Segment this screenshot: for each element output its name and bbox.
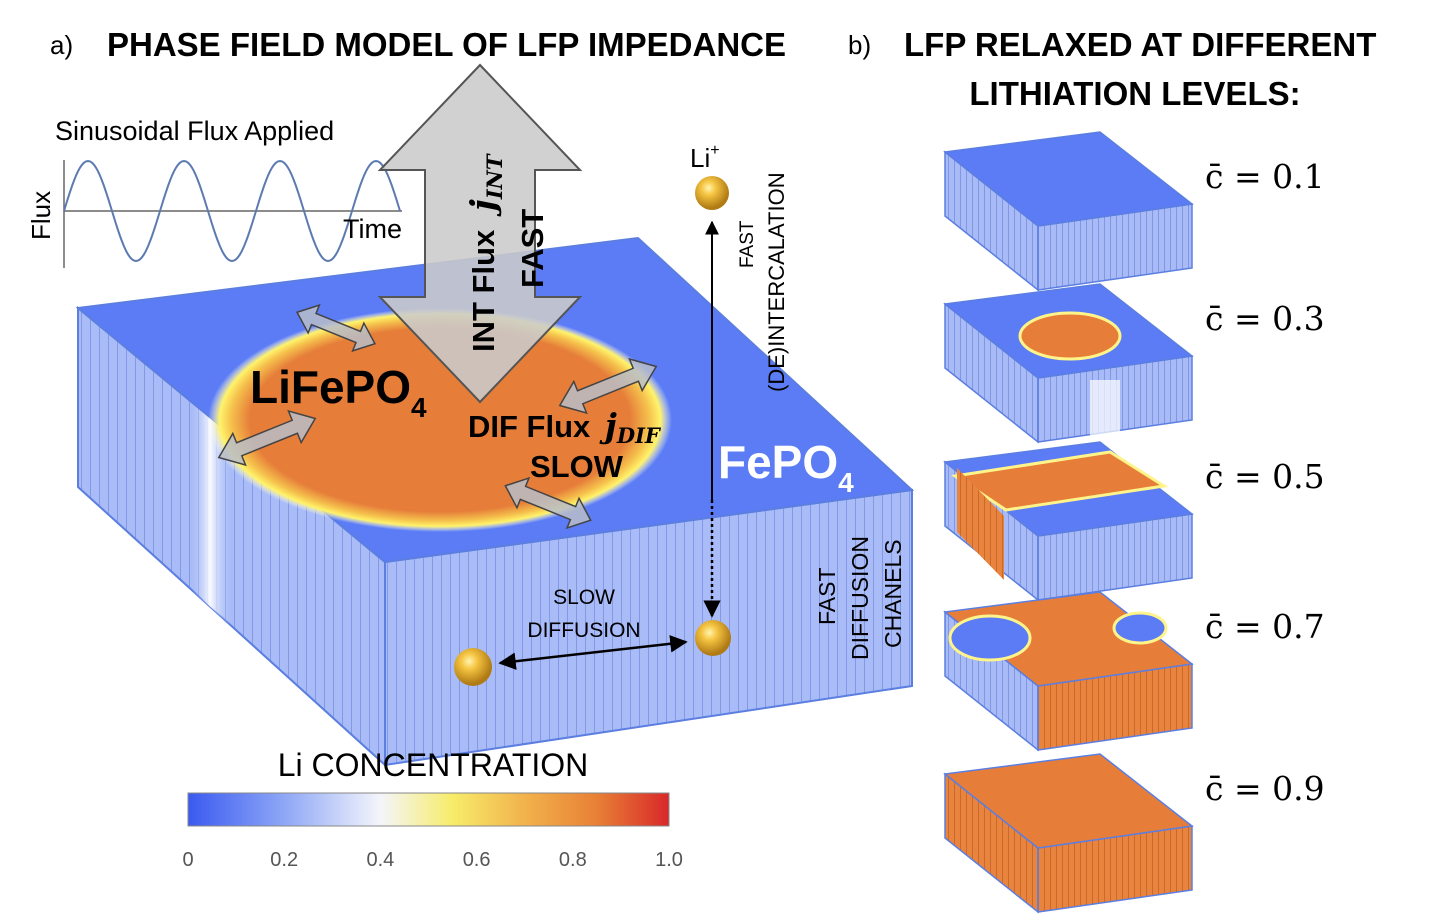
lithiation-block: c̄ = 0.7 bbox=[943, 591, 1325, 752]
block-top-face bbox=[943, 753, 1194, 849]
block-lifepo4-front-band bbox=[957, 468, 1004, 580]
block-top-face bbox=[943, 591, 1194, 687]
panel-a-letter: a) bbox=[50, 30, 73, 60]
colorbar: Li CONCENTRATION 0 0.2 0.4 0.6 0.8 1.0 bbox=[182, 747, 682, 871]
block-lifepo4-domain bbox=[1018, 311, 1122, 361]
colorbar-title: Li CONCENTRATION bbox=[278, 747, 589, 783]
int-flux-line1: INT Flux jINT bbox=[463, 153, 507, 352]
flux-plot-x-label: Time bbox=[343, 214, 402, 244]
channels-line3: CHANELS bbox=[880, 539, 906, 648]
flux-plot: Sinusoidal Flux Applied Flux Time bbox=[26, 116, 402, 268]
lfp-slab bbox=[75, 236, 915, 768]
dif-arrow-right bbox=[558, 357, 658, 415]
block-fepo4-domain bbox=[1112, 611, 1168, 645]
channels-line2: DIFFUSION bbox=[847, 536, 873, 660]
panel-a: a) PHASE FIELD MODEL OF LFP IMPEDANCE Si… bbox=[26, 26, 915, 871]
lithiation-level-label: c̄ = 0.9 bbox=[1205, 769, 1325, 808]
colorbar-tick-label: 0.4 bbox=[366, 849, 394, 871]
colorbar-ticks: 0 0.2 0.4 0.6 0.8 1.0 bbox=[182, 849, 682, 871]
colorbar-tick-label: 1.0 bbox=[655, 849, 683, 871]
slow-diffusion-arrow bbox=[498, 635, 688, 670]
int-flux-line2: FAST bbox=[515, 209, 550, 288]
colorbar-tick-label: 0.6 bbox=[463, 849, 491, 871]
panel-b-title-line2: LITHIATION LEVELS: bbox=[969, 75, 1300, 112]
colorbar-tick-label: 0 bbox=[182, 849, 193, 871]
lithiation-level-label: c̄ = 0.7 bbox=[1205, 607, 1325, 646]
lithiation-block: c̄ = 0.5 bbox=[943, 441, 1325, 602]
sine-wave bbox=[63, 159, 401, 263]
fepo4-label: FePO4 bbox=[718, 436, 854, 498]
lithiation-block: c̄ = 0.1 bbox=[943, 131, 1325, 292]
lifepo4-label: LiFePO4 bbox=[250, 361, 427, 423]
panel-b: b) LFP RELAXED AT DIFFERENT LITHIATION L… bbox=[848, 26, 1376, 914]
dif-arrow-bottom bbox=[504, 476, 592, 530]
block-fepo4-domain bbox=[948, 614, 1032, 662]
lithiation-block: c̄ = 0.3 bbox=[943, 283, 1325, 444]
panel-b-letter: b) bbox=[848, 30, 871, 60]
int-flux-arrow-shape bbox=[377, 63, 583, 404]
dif-arrow-top-left bbox=[295, 303, 377, 353]
li-ion-left bbox=[454, 648, 492, 686]
block-interface-highlight bbox=[1090, 380, 1120, 438]
dif-flux-line1: DIF Flux jDIF bbox=[468, 406, 662, 448]
flux-plot-y-label: Flux bbox=[26, 191, 56, 240]
colorbar-tick-label: 0.8 bbox=[559, 849, 587, 871]
intercalation-line1: FAST bbox=[737, 220, 758, 268]
colorbar-tick-label: 0.2 bbox=[270, 849, 298, 871]
flux-plot-title: Sinusoidal Flux Applied bbox=[55, 116, 334, 146]
panel-a-title: PHASE FIELD MODEL OF LFP IMPEDANCE bbox=[107, 26, 786, 63]
block-top-face bbox=[943, 131, 1194, 227]
li-ion-inside bbox=[695, 620, 731, 656]
channels-line1: FAST bbox=[814, 567, 840, 625]
li-ion-label: Li+ bbox=[690, 142, 720, 173]
colorbar-gradient bbox=[187, 792, 670, 827]
lithiation-level-label: c̄ = 0.1 bbox=[1205, 157, 1325, 196]
slow-diffusion-line1: SLOW bbox=[553, 586, 615, 609]
lithiation-level-label: c̄ = 0.5 bbox=[1205, 457, 1325, 496]
li-ion-top bbox=[695, 176, 729, 210]
panel-b-title-line1: LFP RELAXED AT DIFFERENT bbox=[904, 26, 1376, 63]
lifepo4-domain bbox=[208, 308, 672, 532]
block-lifepo4-band bbox=[950, 450, 1169, 512]
slow-diffusion-line2: DIFFUSION bbox=[527, 619, 640, 642]
dif-arrow-left bbox=[217, 409, 317, 467]
dif-flux-line2: SLOW bbox=[530, 449, 624, 484]
dif-arrows bbox=[217, 303, 658, 530]
lithiation-block: c̄ = 0.9 bbox=[943, 753, 1325, 914]
slab-left-highlight bbox=[78, 308, 385, 765]
lithiation-levels: c̄ = 0.1 c̄ = 0.3 c̄ = 0.5 c̄ = 0.7 c̄ = 0.9 bbox=[943, 131, 1325, 914]
intercalation-line2: (DE)INTERCALATION bbox=[764, 172, 789, 392]
int-flux-arrow: INT Flux jINT FAST bbox=[377, 63, 583, 404]
lithiation-level-label: c̄ = 0.3 bbox=[1205, 299, 1325, 338]
